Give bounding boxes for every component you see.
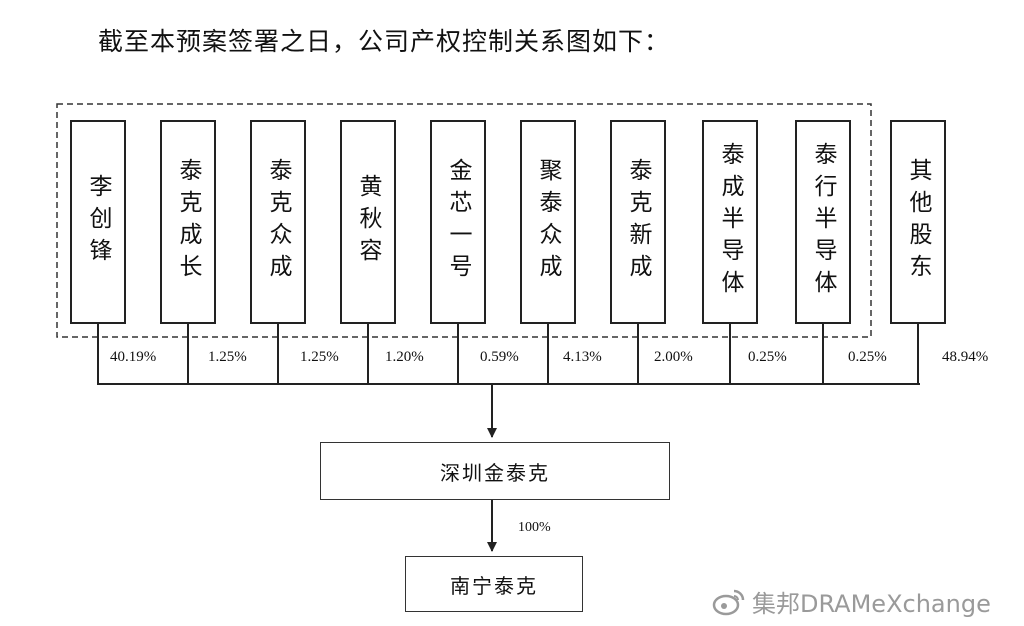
- shareholder-share-label: 1.25%: [208, 349, 247, 365]
- shareholder-name: 泰克新成: [625, 158, 651, 286]
- shareholder-name: 泰克众成: [265, 158, 291, 286]
- shareholder-share-label: 1.20%: [385, 349, 424, 365]
- shareholder-name: 泰成半导体: [717, 142, 743, 302]
- shareholder-share-label: 0.25%: [848, 349, 887, 365]
- shareholder-name: 李创锋: [85, 174, 111, 270]
- shareholder-name: 金芯一号: [445, 158, 471, 286]
- shareholder-box: 聚泰众成: [520, 120, 576, 324]
- watermark-text: 集邦DRAMeXchange: [752, 590, 991, 618]
- shareholder-share-label: 4.13%: [563, 349, 602, 365]
- weibo-icon: [712, 589, 745, 615]
- shareholder-name: 泰克成长: [175, 158, 201, 286]
- shareholder-box: 泰克新成: [610, 120, 666, 324]
- shareholder-connectors: [97, 324, 919, 384]
- controlled-group-outline: [56, 103, 872, 338]
- shareholder-box: 黄秋容: [340, 120, 396, 324]
- shareholder-box: 泰克成长: [160, 120, 216, 324]
- shareholder-name: 黄秋容: [355, 174, 381, 270]
- shareholder-box: 泰行半导体: [795, 120, 851, 324]
- subsidiary-box: 南宁泰克: [405, 556, 583, 612]
- shareholder-name: 其他股东: [905, 158, 931, 286]
- shareholder-name: 泰行半导体: [810, 142, 836, 302]
- shareholder-share-label: 0.59%: [480, 349, 519, 365]
- shareholder-share-label: 40.19%: [110, 349, 157, 365]
- company-box: 深圳金泰克: [320, 442, 670, 500]
- subsidiary-share-label: 100%: [518, 520, 551, 535]
- shareholder-share-label: 48.94%: [942, 349, 989, 365]
- shareholder-box: 其他股东: [890, 120, 946, 324]
- subsidiary-name: 南宁泰克: [450, 573, 538, 598]
- shareholder-box: 泰成半导体: [702, 120, 758, 324]
- shareholder-share-label: 1.25%: [300, 349, 339, 365]
- shareholder-box: 泰克众成: [250, 120, 306, 324]
- shareholder-share-label: 2.00%: [654, 349, 693, 365]
- shareholder-name: 聚泰众成: [535, 158, 561, 286]
- shareholder-share-label: 0.25%: [748, 349, 787, 365]
- company-name: 深圳金泰克: [440, 460, 550, 485]
- watermark: 集邦DRAMeXchange: [712, 584, 991, 619]
- intro-text: 截至本预案签署之日，公司产权控制关系图如下：: [98, 27, 671, 56]
- shareholder-box: 李创锋: [70, 120, 126, 324]
- shareholder-box: 金芯一号: [430, 120, 486, 324]
